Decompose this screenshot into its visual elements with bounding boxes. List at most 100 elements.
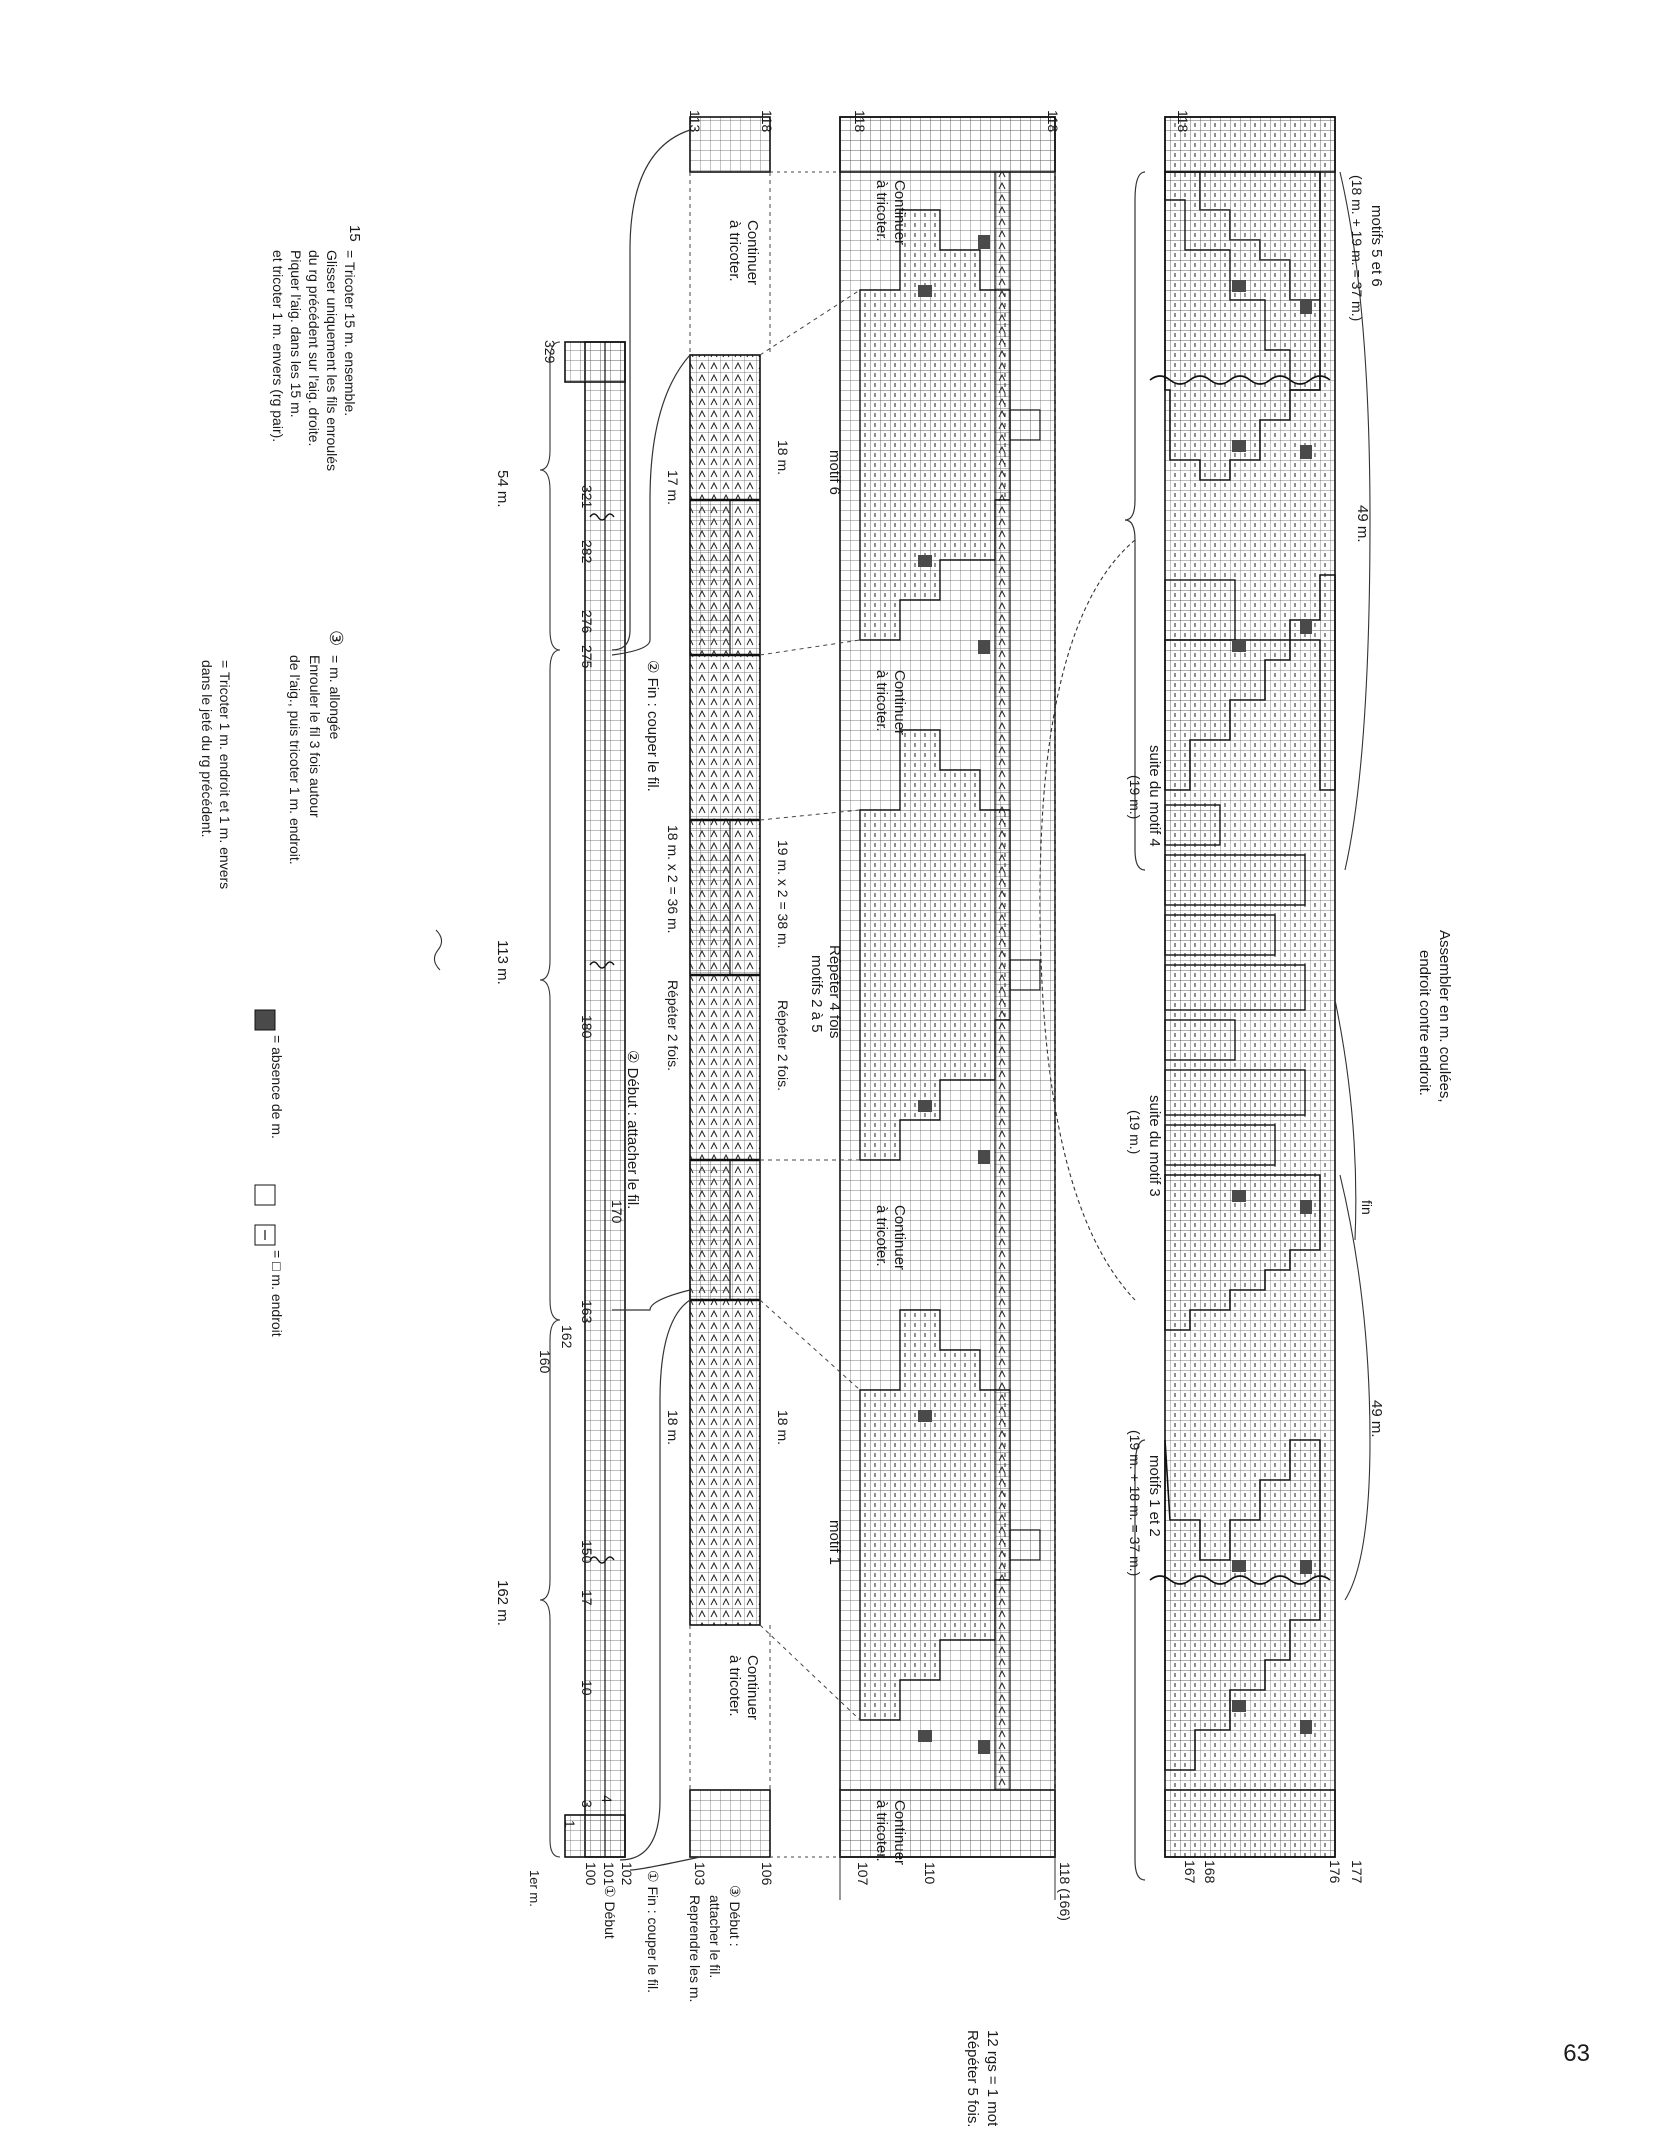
label-first-m: 1er m. <box>527 1870 542 1907</box>
top-motif-5-6 <box>1164 171 1321 481</box>
top-suite-blocks <box>1164 804 1306 1166</box>
label-suite-motif-3-count: (19 m.) <box>1127 1110 1143 1154</box>
label-debut-3: ③ Début : <box>727 1885 743 1947</box>
band-col-number: 275 <box>579 645 595 669</box>
top-row-number: 167 <box>1182 1860 1198 1884</box>
label-repeter-5: Répéter 5 fois. <box>964 2030 981 2126</box>
label-continuer-ab: à tricoter. <box>726 220 743 282</box>
label-19m-x2: 19 m. x 2 = 38 m. <box>775 840 791 949</box>
label-repeter-4: Répéter 4 fois <box>826 945 843 1038</box>
label-continuer-4: Continuer <box>891 1800 908 1865</box>
label-49m-a: 49 m. <box>1354 505 1371 543</box>
legend-endroit: = □ m. endroit <box>269 1250 285 1337</box>
label-continuer-1: Continuer <box>891 180 908 245</box>
legend-3-text: = m. allongée <box>327 655 343 740</box>
band-col-number: 163 <box>579 1300 595 1324</box>
legend-15-text: = Tricoter 15 m. ensemble. <box>342 250 358 416</box>
band-col-number: 10 <box>579 1680 595 1696</box>
page-number: 63 <box>1563 2040 1590 2067</box>
band-col-number: 150 <box>579 1540 595 1564</box>
lower-row-number: 103 <box>692 1862 708 1886</box>
label-rgs-motif: 12 rgs = 1 motif <box>984 2030 1001 2126</box>
lower-row-number: 106 <box>759 1862 775 1886</box>
legend-k-text: dans le jeté du rg précédent. <box>199 660 215 837</box>
label-54m: 54 m. <box>494 470 511 508</box>
label-113m: 113 m. <box>494 940 511 985</box>
label-assembler-2: endroit contre endroit. <box>1416 950 1433 1096</box>
label-motifs-5-6: motifs 5 et 6 <box>1368 205 1385 287</box>
band-col-number: 17 <box>579 1590 595 1606</box>
label-suite-motif-4-count: (19 m.) <box>1127 775 1143 819</box>
top-row-number: 168 <box>1202 1860 1218 1884</box>
band-col-number: 329 <box>542 340 558 364</box>
legend <box>254 1009 276 1246</box>
label-fin: fin <box>1359 1200 1375 1215</box>
middle-row-number: 118 (166) <box>1057 1862 1073 1921</box>
label-motifs-1-2: motifs 1 et 2 <box>1146 1455 1163 1537</box>
label-debut-2: ② Début : attacher le fil. <box>624 1050 641 1209</box>
label-repeter-2-a: Répéter 2 fois. <box>775 1000 791 1091</box>
top-motif-3 <box>1164 1174 1321 1331</box>
thin-band <box>433 129 701 1871</box>
label-continuer-bb: à tricoter. <box>726 1655 743 1717</box>
label-continuer-3b: à tricoter. <box>873 1205 890 1267</box>
label-continuer-3: Continuer <box>891 1205 908 1270</box>
top-row-number: 176 <box>1327 1860 1343 1884</box>
label-assembler: Assembler en m. coulées, <box>1436 930 1453 1103</box>
band-col-number: 160 <box>537 1350 553 1374</box>
top-strip <box>1039 116 1371 1881</box>
label-18m-x2: 18 m. x 2 = 36 m. <box>665 825 681 934</box>
lower-row-number: 118 <box>759 110 775 133</box>
band-col-number: 321 <box>579 485 595 509</box>
band-row-number: 102 <box>619 1862 635 1886</box>
label-repeter-2-b: Répéter 2 fois. <box>665 980 681 1071</box>
label-fin-2: ② Fin : couper le fil. <box>644 660 661 792</box>
label-49m-b: 49 m. <box>1368 1400 1385 1438</box>
legend-3-text: de l'aig., puis tricoter 1 m. endroit. <box>287 655 303 865</box>
top-row-number: 118 <box>1175 110 1191 133</box>
label-17m: 17 m. <box>665 470 681 505</box>
legend-3-text: Enrouler le fil 3 fois autour <box>307 655 323 818</box>
band-col-number: 1 <box>562 1820 578 1828</box>
label-18m-b: 18 m. <box>775 1410 791 1445</box>
middle-row-number: 107 <box>855 1862 871 1886</box>
band-col-number: 3 <box>579 1800 595 1808</box>
middle-row-number: 118 <box>852 110 868 133</box>
band-col-number: 170 <box>609 1200 625 1224</box>
label-suite-motif-3: suite du motif 3 <box>1146 1095 1163 1197</box>
band-col-number: 4 <box>599 1795 615 1803</box>
legend-absence: = absence de m. <box>269 1035 285 1139</box>
label-repeter-4b: motifs 2 à 5 <box>808 955 825 1033</box>
legend-15-text: Glisser uniquement les fils enroulés <box>324 250 340 471</box>
middle-motif-blocks <box>859 209 1041 1754</box>
legend-15-text: du rg précédent sur l'aig. droite. <box>306 250 322 446</box>
label-fin-1: ① Fin : couper le fil. <box>645 1870 661 1993</box>
label-motif-1: motif 1 <box>826 1520 843 1565</box>
label-debut-1: ① Début <box>602 1885 618 1939</box>
legend-15-text: Piquer l'aig. dans les 15 m. <box>288 250 304 418</box>
label-continuer-b: Continuer <box>744 1655 761 1720</box>
middle-strip <box>839 116 1056 1900</box>
band-row-number: 101 <box>601 1862 617 1886</box>
legend-15-symbol: 15 <box>346 225 363 242</box>
top-row-number: 177 <box>1349 1860 1365 1884</box>
label-18m-c: 18 m. <box>665 1410 681 1445</box>
top-motif-1-2 <box>1164 1439 1321 1771</box>
band-col-number: 276 <box>579 610 595 634</box>
band-col-number: 180 <box>579 1015 595 1039</box>
lower-strip <box>689 116 861 1858</box>
band-col-number: 162 <box>559 1325 575 1349</box>
label-debut-3b: attacher le fil. <box>707 1895 723 1978</box>
label-suite-motif-4: suite du motif 4 <box>1146 745 1163 847</box>
lower-row-number: 113 <box>687 110 703 133</box>
label-continuer-a: Continuer <box>744 220 761 285</box>
legend-k-text: = Tricoter 1 m. endroit et 1 m. envers <box>217 660 233 889</box>
label-continuer-2b: à tricoter. <box>873 670 890 732</box>
top-motif-block-middle <box>1164 574 1336 791</box>
label-continuer-4b: à tricoter. <box>873 1800 890 1862</box>
label-debut-3c: Reprendre les m. <box>687 1895 703 2002</box>
label-continuer-2: Continuer <box>891 670 908 735</box>
label-18m-a: 18 m. <box>775 440 791 475</box>
